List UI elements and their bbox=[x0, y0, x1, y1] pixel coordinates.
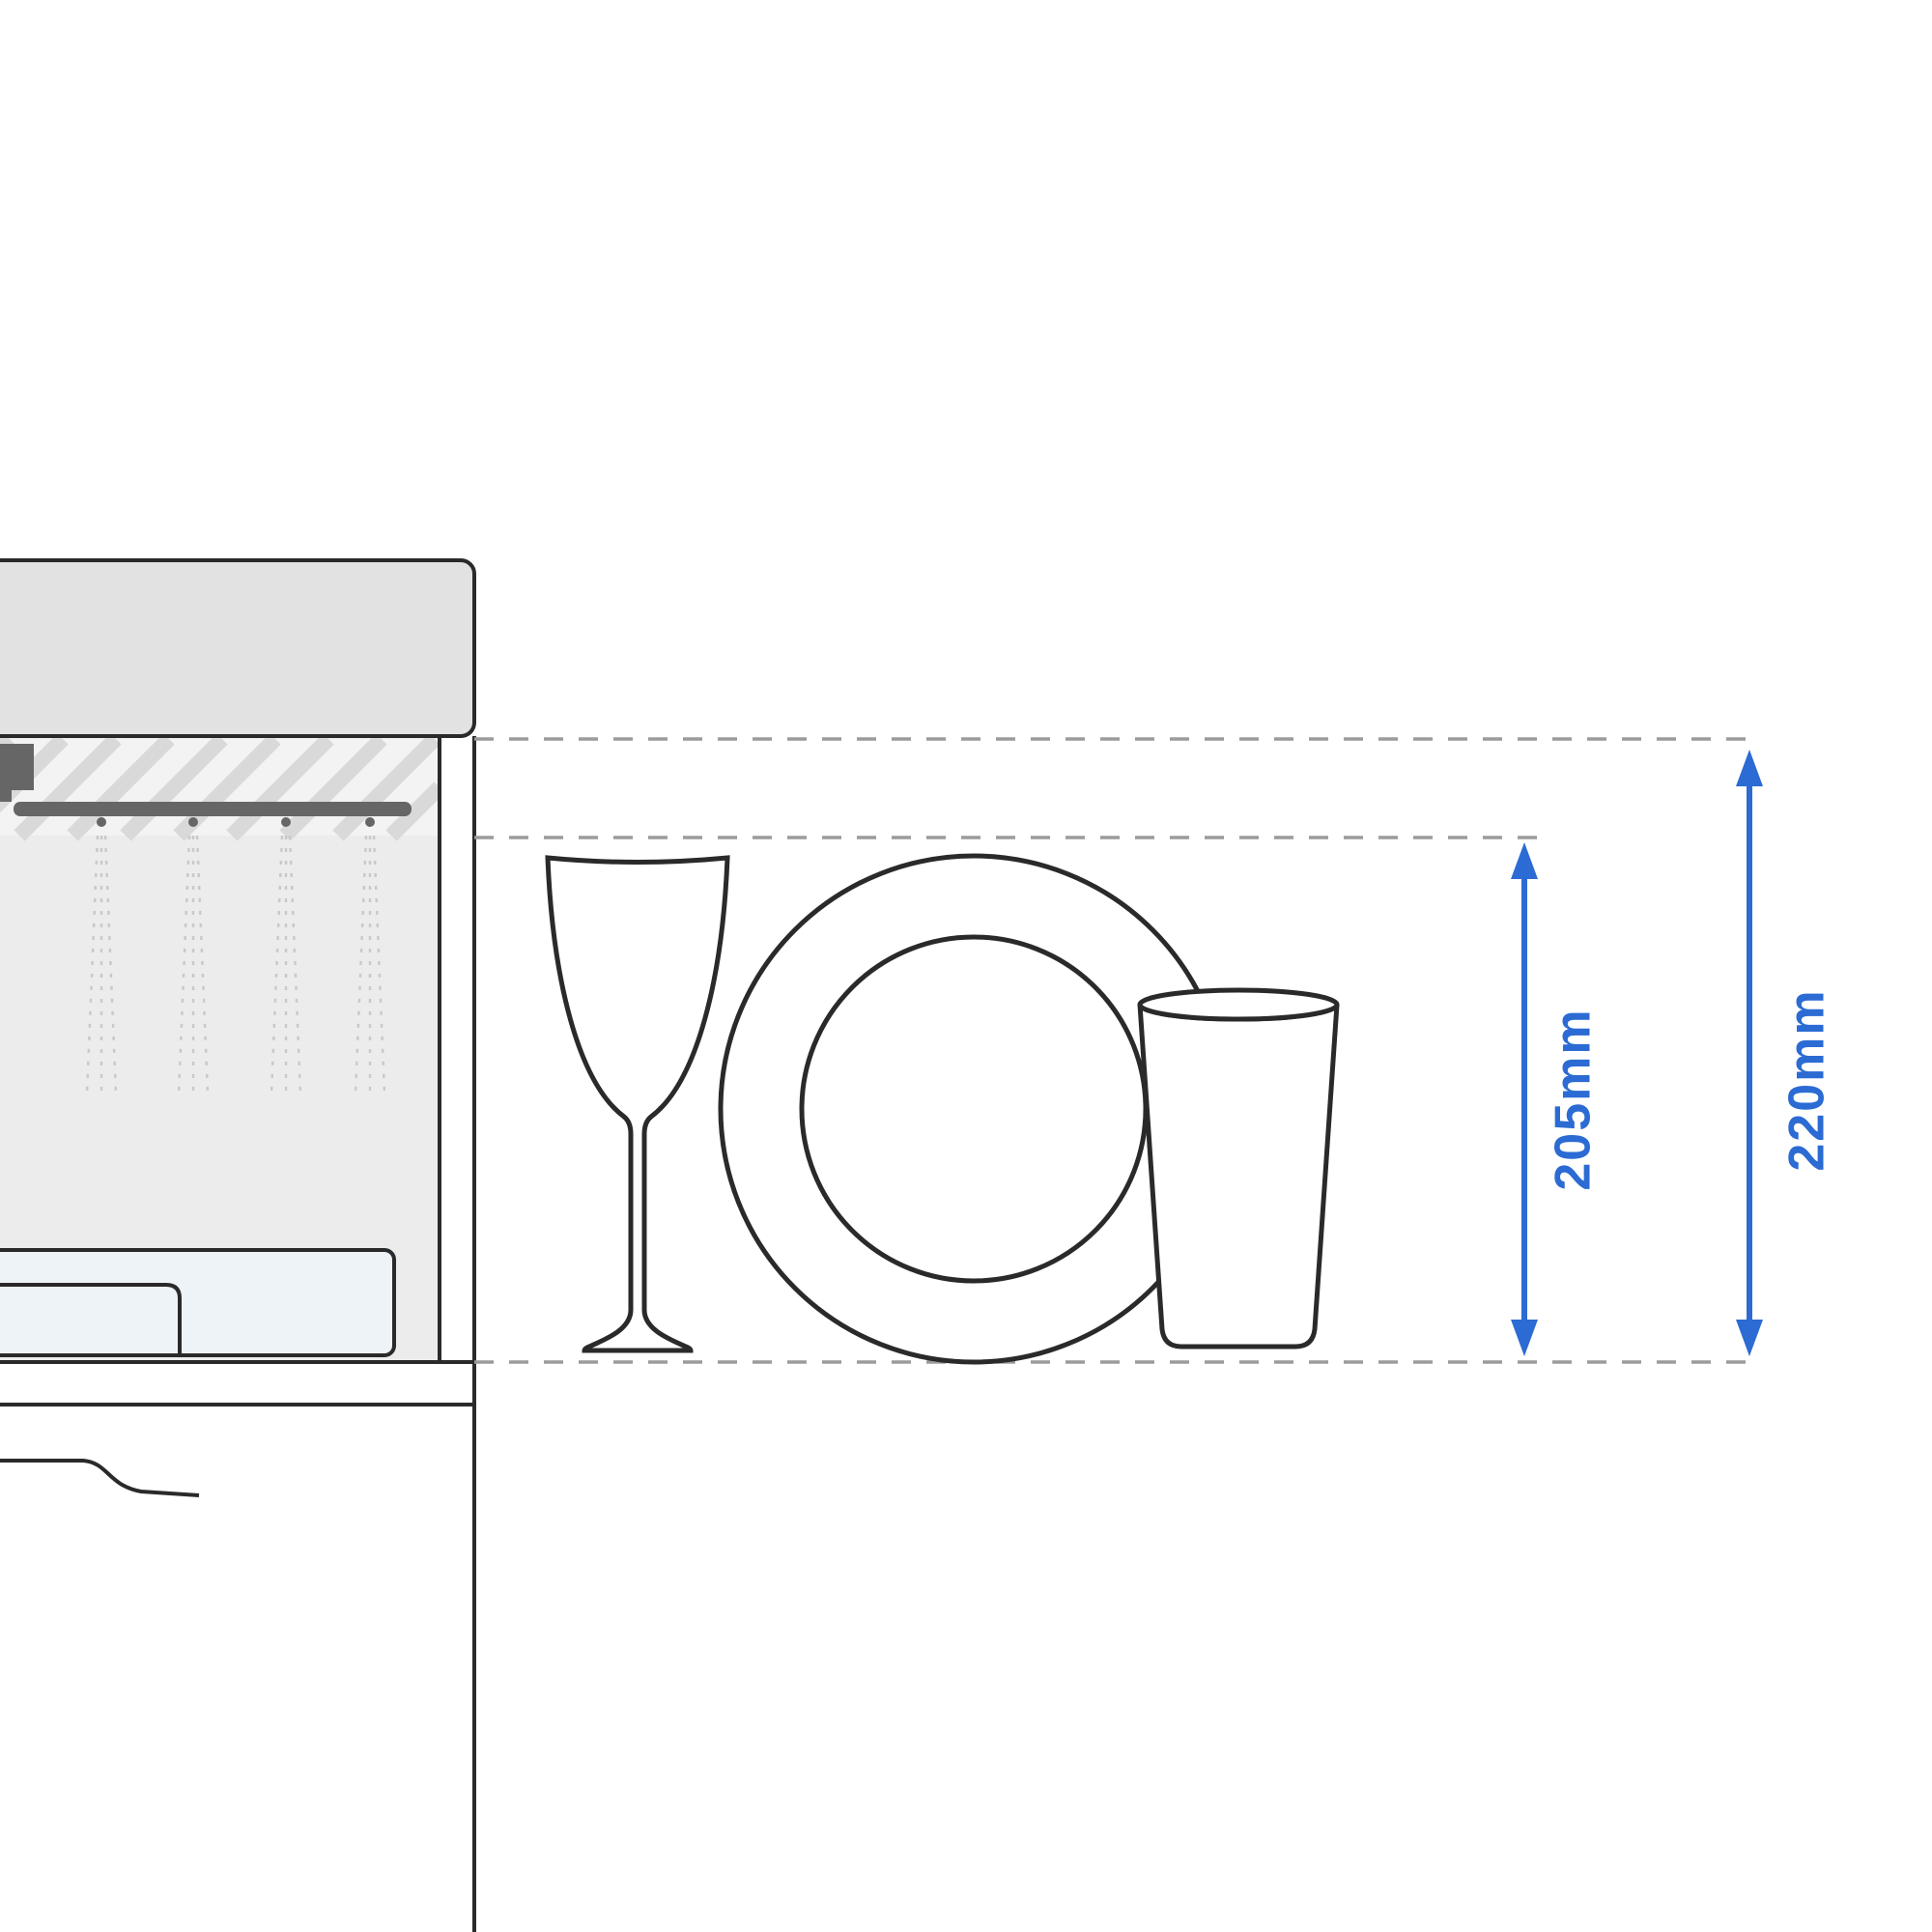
spray-nozzle bbox=[97, 817, 106, 827]
tumbler-rim bbox=[1137, 987, 1340, 1022]
dimension-annotations: 205mm 220mm bbox=[1511, 750, 1835, 1356]
dimension-label-220: 220mm bbox=[1779, 988, 1835, 1171]
wine-glass-icon bbox=[545, 855, 730, 1353]
spray-arm bbox=[0, 744, 412, 827]
spray-nozzle bbox=[281, 817, 291, 827]
spray-nozzle bbox=[365, 817, 375, 827]
spray-jets bbox=[85, 835, 386, 1099]
arrowhead-up-icon bbox=[1511, 842, 1538, 879]
arrowhead-down-icon bbox=[1511, 1320, 1538, 1356]
lower-basket bbox=[0, 1248, 396, 1357]
dishwasher-cutaway-icon bbox=[0, 558, 476, 1932]
arrowhead-down-icon bbox=[1736, 1320, 1763, 1356]
side-wall bbox=[440, 734, 473, 1364]
arrowhead-up-icon bbox=[1736, 750, 1763, 786]
frame-band bbox=[0, 1364, 472, 1403]
dishware bbox=[545, 853, 1340, 1365]
dimension-arrow-205 bbox=[1511, 842, 1538, 1356]
top-panel bbox=[0, 558, 476, 738]
dimension-label-205: 205mm bbox=[1546, 1008, 1602, 1190]
tumbler-body bbox=[1137, 1004, 1340, 1350]
spray-nozzle bbox=[188, 817, 198, 827]
door-handle bbox=[0, 1459, 200, 1497]
reference-lines bbox=[474, 737, 1758, 1364]
dimension-arrow-220 bbox=[1736, 750, 1763, 1356]
tumbler-glass-icon bbox=[1137, 987, 1340, 1350]
lower-basket-step bbox=[0, 1283, 182, 1353]
